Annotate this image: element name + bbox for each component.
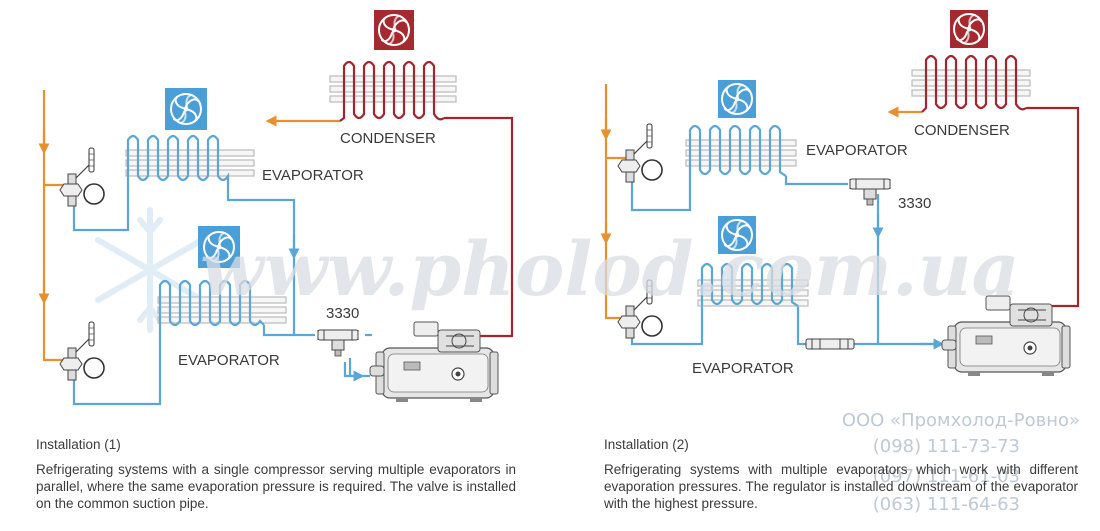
evaporator-bottom bbox=[697, 216, 809, 307]
compressor-icon bbox=[369, 321, 499, 403]
evaporator-bottom-label: EVAPORATOR bbox=[692, 360, 794, 377]
evaporator-top-label: EVAPORATOR bbox=[806, 142, 908, 159]
regulator-label: 3330 bbox=[326, 305, 359, 322]
watermark-phone: (098) 111-73-73 bbox=[872, 436, 1020, 457]
caption-installation-1: Installation (1) Refrigerating systems w… bbox=[36, 436, 516, 512]
watermark-company: ООО «Промхолод-Ровно» bbox=[841, 410, 1080, 431]
evaporator-bottom-label: EVAPORATOR bbox=[178, 352, 280, 369]
pressure-regulator-icon bbox=[849, 178, 891, 206]
condenser-label: CONDENSER bbox=[340, 130, 436, 147]
evaporator-top bbox=[685, 80, 797, 177]
condenser bbox=[329, 10, 457, 122]
condenser-label: CONDENSER bbox=[914, 122, 1010, 139]
condenser bbox=[911, 10, 1031, 113]
caption-title: Installation (2) bbox=[604, 437, 689, 452]
snowflake-icon bbox=[95, 207, 205, 333]
caption-text: Refrigerating systems with a single comp… bbox=[36, 462, 516, 511]
diagram-installation-1: CONDENSER EVAPORATOR EVAPORATOR 3330 bbox=[38, 10, 514, 406]
caption-text: Refrigerating systems with multiple evap… bbox=[604, 462, 1078, 511]
regulator-label: 3330 bbox=[898, 195, 931, 212]
expansion-valve-icon bbox=[59, 321, 105, 381]
evaporator-top-label: EVAPORATOR bbox=[262, 167, 364, 184]
caption-installation-2: Installation (2) Refrigerating systems w… bbox=[604, 436, 1078, 512]
watermark-site: www.pholod.com.ua bbox=[200, 227, 1020, 313]
pressure-regulator-icon bbox=[317, 329, 359, 357]
evaporator-top bbox=[125, 88, 255, 182]
diagram-installation-2: CONDENSER EVAPORATOR EVAPORATOR 3330 bbox=[600, 10, 1080, 377]
evaporator-bottom bbox=[157, 226, 287, 327]
check-valve-icon bbox=[805, 338, 855, 350]
caption-title: Installation (1) bbox=[36, 437, 121, 452]
watermark-phone: (097) 111-61-03 bbox=[872, 466, 1020, 487]
expansion-valve-icon bbox=[59, 147, 105, 207]
expansion-valve-icon bbox=[617, 123, 663, 183]
watermark-phone: (063) 111-64-63 bbox=[872, 494, 1020, 515]
